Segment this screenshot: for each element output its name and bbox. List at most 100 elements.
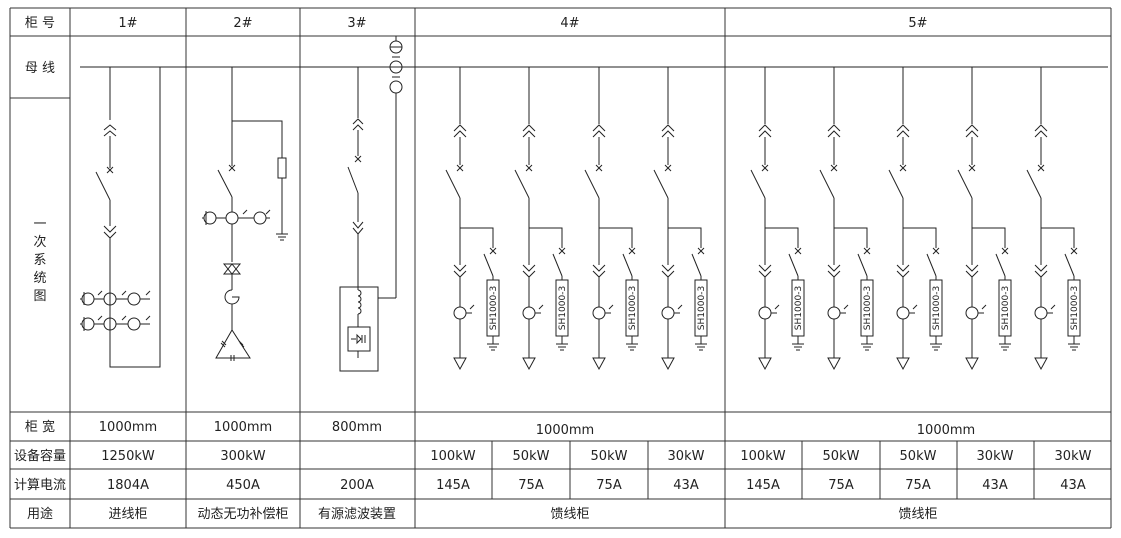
width-label: 柜 宽	[25, 419, 55, 435]
plug-contact-icon	[103, 225, 117, 233]
cabinet-4-number: 4#	[560, 16, 579, 31]
thyristor-icon	[222, 263, 242, 275]
reactor-icon	[224, 289, 240, 305]
plug-contact-icon	[965, 264, 979, 272]
plug-contact-icon	[592, 264, 606, 272]
diagram-label-char: 系	[33, 253, 46, 268]
breaker-blade	[347, 166, 359, 194]
current-transformer-icon	[965, 306, 979, 320]
plug-contact-icon	[661, 270, 675, 278]
cabinet-2-usage: 动态无功补偿柜	[197, 507, 288, 522]
surge-protector-label: SH1000-3	[1070, 286, 1080, 330]
fuse-icon	[277, 157, 287, 179]
current-transformer-icon	[389, 80, 403, 94]
current-transformer-icon	[253, 211, 267, 225]
breaker-blade	[95, 171, 111, 201]
load-arrow-icon	[522, 357, 536, 371]
switch-blade	[1064, 253, 1075, 277]
breaker-blade	[750, 169, 766, 199]
cabinet5-feeder-current: 145A	[746, 478, 780, 493]
cabinet-5-width: 1000mm	[917, 423, 975, 438]
plug-contact-icon	[103, 130, 117, 137]
cabinet-2-current: 450A	[226, 478, 260, 493]
breaker-blade	[1026, 169, 1042, 199]
surge-protector-label: SH1000-3	[489, 286, 499, 330]
cabinet-3-usage: 有源滤波装置	[318, 507, 396, 522]
load-arrow-icon	[592, 357, 606, 371]
plug-contact-icon	[1034, 130, 1048, 138]
cabinet-2-width: 1000mm	[214, 420, 272, 435]
plug-contact-icon	[352, 118, 364, 125]
current-transformer-icon	[522, 306, 536, 320]
cabinet-4-width: 1000mm	[536, 423, 594, 438]
load-arrow-icon	[827, 357, 841, 371]
cabinet-4-usage: 馈线柜	[550, 507, 589, 522]
cabinet5-feeder-capacity: 100kW	[740, 449, 785, 464]
switch-blade	[217, 169, 233, 198]
cabinet5-feeder-capacity: 30kW	[977, 449, 1014, 464]
plug-contact-icon	[592, 130, 606, 138]
feeder-branch	[584, 67, 639, 371]
cabinet5-feeder-current: 43A	[982, 478, 1008, 493]
switch-blade	[926, 253, 937, 277]
cabinet4-feeder-capacity: 30kW	[668, 449, 705, 464]
plug-contact-icon	[592, 124, 606, 132]
cabinet-3-number: 3#	[347, 16, 366, 31]
surge-protector-label: SH1000-3	[794, 286, 804, 330]
plug-contact-icon	[352, 221, 364, 229]
current-transformer-icon	[661, 306, 675, 320]
plug-contact-icon	[758, 130, 772, 138]
load-arrow-icon	[453, 357, 467, 371]
plug-contact-icon	[827, 264, 841, 272]
current-label: 计算电流	[14, 478, 66, 493]
plug-contact-icon	[965, 270, 979, 278]
cabinet-3-width: 800mm	[332, 420, 382, 435]
plug-contact-icon	[592, 270, 606, 278]
plug-contact-icon	[661, 130, 675, 138]
cabinet5-feeder-capacity: 30kW	[1055, 449, 1092, 464]
feeder-branch	[653, 67, 708, 371]
plug-contact-icon	[522, 270, 536, 278]
current-transformer-icon	[127, 292, 141, 306]
plug-contact-icon	[453, 130, 467, 138]
current-transformer-icon	[453, 306, 467, 320]
surge-protector-label: SH1000-3	[932, 286, 942, 330]
plug-contact-icon	[827, 270, 841, 278]
cabinet4-feeder-capacity: 100kW	[430, 449, 475, 464]
cabinet-1-capacity: 1250kW	[101, 449, 155, 464]
plug-contact-icon	[522, 264, 536, 272]
load-arrow-icon	[896, 357, 910, 371]
header-label: 柜 号	[25, 16, 55, 31]
plug-contact-icon	[522, 124, 536, 132]
cabinet4-feeder-current: 145A	[436, 478, 470, 493]
surge-protector-label: SH1000-3	[697, 286, 707, 330]
diagram-label-char: 图	[33, 289, 46, 304]
cabinet-2-capacity: 300kW	[220, 449, 265, 464]
plug-contact-icon	[453, 124, 467, 132]
breaker-blade	[888, 169, 904, 199]
plug-contact-icon	[103, 124, 117, 131]
inductor-icon	[357, 289, 362, 315]
cabinet-3-active-filter-circuit	[339, 36, 403, 372]
switch-blade	[995, 253, 1006, 277]
surge-protector-label: SH1000-3	[558, 286, 568, 330]
plug-contact-icon	[661, 264, 675, 272]
load-arrow-icon	[661, 357, 675, 371]
cabinet5-feeder-current: 75A	[828, 478, 854, 493]
plug-contact-icon	[1034, 270, 1048, 278]
surge-protector-label: SH1000-3	[1001, 286, 1011, 330]
load-arrow-icon	[758, 357, 772, 371]
table-text: 柜 号 1# 2# 3# 4# 5# 母 线 一 次 系 统 图 柜 宽 设备容…	[14, 16, 975, 522]
current-transformer-icon	[592, 306, 606, 320]
inverter-module-icon	[347, 326, 371, 352]
cabinet-3-current: 200A	[340, 478, 374, 493]
plug-contact-icon	[896, 264, 910, 272]
cabinet-1-incoming-circuit	[80, 66, 161, 368]
plug-contact-icon	[896, 270, 910, 278]
feeder-surge-labels: SH1000-3 SH1000-3 SH1000-3 SH1000-3 SH1000-3…	[489, 286, 1080, 330]
load-arrow-icon	[965, 357, 979, 371]
cabinet-2-compensation-circuit	[202, 67, 288, 361]
switch-blade	[857, 253, 868, 277]
breaker-blade	[514, 169, 530, 199]
